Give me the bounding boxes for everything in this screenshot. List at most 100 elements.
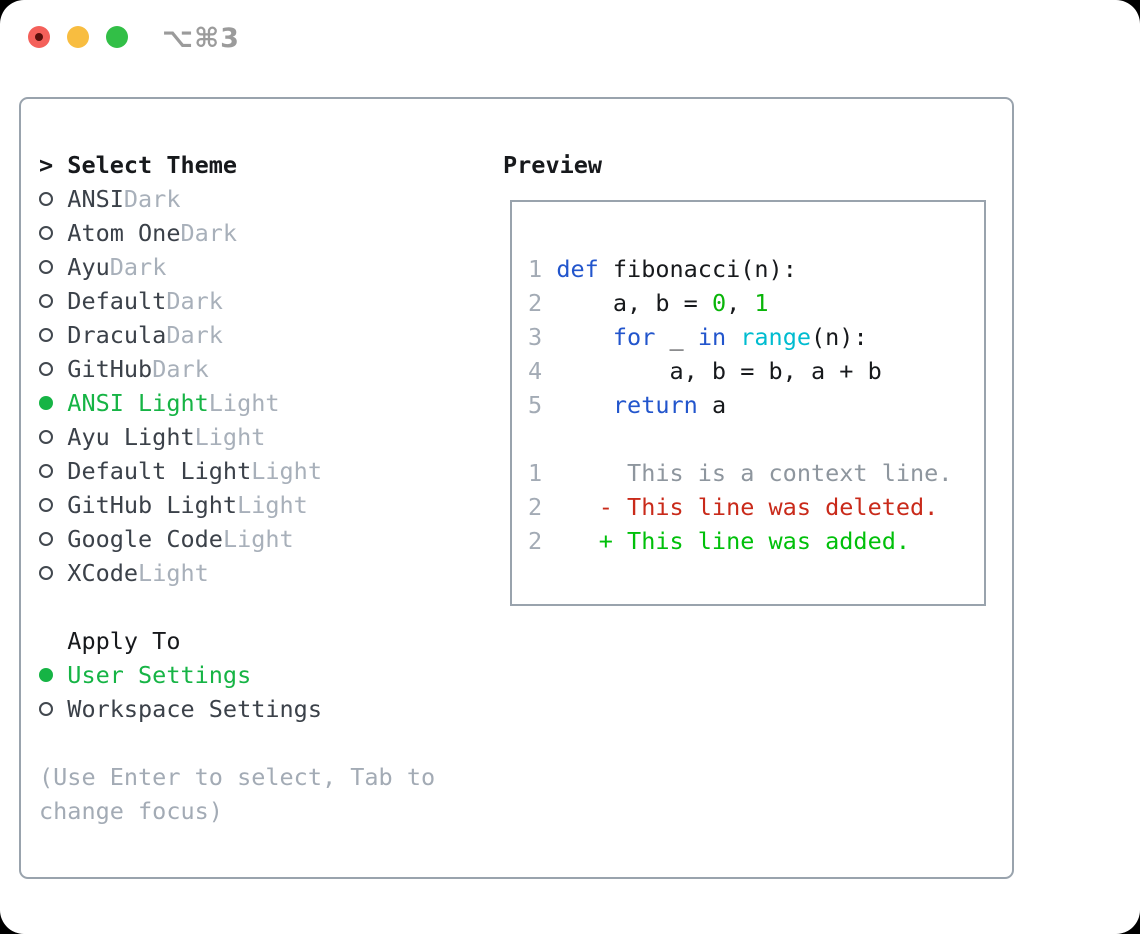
theme-option-label: Default: [67, 287, 167, 315]
theme-option-label: Google Code: [67, 525, 223, 553]
radio-unselected-icon: [39, 294, 53, 308]
apply-to-title: Apply To: [67, 627, 181, 655]
preview-token-del: - This line was deleted.: [542, 493, 939, 521]
radio-unselected-icon: [39, 566, 53, 580]
preview-token-ln: 2: [528, 493, 543, 521]
theme-option-variant-tag: Light: [237, 491, 308, 519]
theme-option-ayu-light[interactable]: Ayu Light Light: [39, 420, 489, 454]
theme-option-label: XCode: [67, 559, 139, 587]
apply-option-label: Workspace Settings: [67, 695, 322, 723]
radio-unselected-icon: [39, 226, 53, 240]
preview-token-fg: a: [697, 391, 727, 419]
theme-option-label: ANSI: [67, 185, 124, 213]
theme-option-xcode[interactable]: XCode Light: [39, 556, 489, 590]
radio-unselected-icon: [39, 260, 53, 274]
preview-token-ln: 3: [528, 323, 543, 351]
preview-token-fg: [542, 255, 556, 283]
theme-option-variant-tag: Light: [208, 389, 280, 417]
select-theme-title: Select Theme: [67, 151, 238, 179]
theme-option-github-light[interactable]: GitHub Light Light: [39, 488, 489, 522]
preview-token-fg: (n):: [811, 323, 868, 351]
radio-unselected-icon: [39, 498, 53, 512]
preview-line: 1 This is a context line.: [528, 456, 984, 490]
preview-line: 3 for _ in range(n):: [528, 320, 984, 354]
hint-text-line: (Use Enter to select, Tab to: [39, 763, 436, 791]
select-theme-header: > Select Theme: [39, 148, 489, 182]
preview-token-fg: ,: [726, 289, 755, 317]
theme-option-label: Atom One: [67, 219, 181, 247]
theme-option-label: Dracula: [67, 321, 167, 349]
theme-option-variant-tag: Light: [222, 525, 294, 553]
apply-option-user-settings[interactable]: User Settings: [39, 658, 489, 692]
preview-token-kw: return: [612, 391, 698, 419]
theme-option-label: GitHub Light: [67, 491, 238, 519]
preview-line: 2 a, b = 0, 1: [528, 286, 984, 320]
window-title: ⌥⌘3: [162, 23, 240, 54]
preview-token-fg: [542, 391, 613, 419]
theme-option-default-light[interactable]: Default Light Light: [39, 454, 489, 488]
theme-option-variant-tag: Dark: [152, 355, 209, 383]
theme-option-variant-tag: Dark: [180, 219, 238, 247]
radio-unselected-icon: [39, 192, 53, 206]
theme-option-label: Ayu: [67, 253, 110, 281]
theme-option-variant-tag: Dark: [166, 287, 223, 315]
preview-token-fg: [726, 323, 740, 351]
keyboard-hint: (Use Enter to select, Tab to change focus…: [39, 760, 489, 828]
spacer: [39, 726, 489, 760]
theme-option-ayu[interactable]: Ayu Dark: [39, 250, 489, 284]
theme-option-label: Ayu Light: [67, 423, 195, 451]
radio-unselected-icon: [39, 464, 53, 478]
radio-unselected-icon: [39, 430, 53, 444]
apply-to-header: Apply To: [39, 624, 489, 658]
preview-token-kw: for: [612, 323, 656, 351]
close-button-dot: [35, 33, 43, 41]
theme-option-atom-one[interactable]: Atom One Dark: [39, 216, 489, 250]
theme-option-label: GitHub: [67, 355, 153, 383]
preview-line: [528, 422, 984, 456]
theme-option-variant-tag: Dark: [109, 253, 167, 281]
theme-option-ansi[interactable]: ANSI Dark: [39, 182, 489, 216]
theme-option-label: Default Light: [67, 457, 252, 485]
apply-option-label: User Settings: [67, 661, 252, 689]
radio-unselected-icon: [39, 702, 53, 716]
focus-caret: >: [39, 151, 54, 179]
preview-token-ln: 4: [528, 357, 543, 385]
theme-option-variant-tag: Dark: [166, 321, 223, 349]
theme-option-label: ANSI Light: [67, 389, 209, 417]
preview-token-ctx: This is a context line.: [542, 459, 953, 487]
preview-token-ln: 2: [528, 527, 543, 555]
preview-token-ln: 1: [528, 459, 543, 487]
preview-token-fg: fibonacci(n):: [598, 255, 797, 283]
theme-option-google-code[interactable]: Google Code Light: [39, 522, 489, 556]
apply-option-workspace-settings[interactable]: Workspace Settings: [39, 692, 489, 726]
theme-option-github[interactable]: GitHub Dark: [39, 352, 489, 386]
preview-token-ln: 1: [528, 255, 543, 283]
preview-token-fg: _: [655, 323, 698, 351]
radio-selected-icon: [39, 396, 53, 410]
theme-option-variant-tag: Dark: [123, 185, 181, 213]
zoom-button[interactable]: [106, 26, 128, 48]
preview-token-fn: range: [740, 323, 812, 351]
minimize-button[interactable]: [67, 26, 89, 48]
theme-option-default[interactable]: Default Dark: [39, 284, 489, 318]
theme-option-ansi-light[interactable]: ANSI Light Light: [39, 386, 489, 420]
radio-unselected-icon: [39, 328, 53, 342]
close-button[interactable]: [28, 26, 50, 48]
preview-token-fg: a, b = b, a + b: [542, 357, 882, 385]
hint-text-line: change focus): [39, 797, 223, 825]
preview-line: 1 def fibonacci(n):: [528, 252, 984, 286]
preview-line: 2 - This line was deleted.: [528, 490, 984, 524]
preview-line: [528, 218, 984, 252]
theme-option-dracula[interactable]: Dracula Dark: [39, 318, 489, 352]
theme-option-variant-tag: Light: [251, 457, 322, 485]
spacer: [39, 590, 489, 624]
preview-token-num: 0: [711, 289, 727, 317]
preview-line: 5 return a: [528, 388, 984, 422]
preview-line: 4 a, b = b, a + b: [528, 354, 984, 388]
preview-token-ln: 2: [528, 289, 543, 317]
radio-unselected-icon: [39, 362, 53, 376]
